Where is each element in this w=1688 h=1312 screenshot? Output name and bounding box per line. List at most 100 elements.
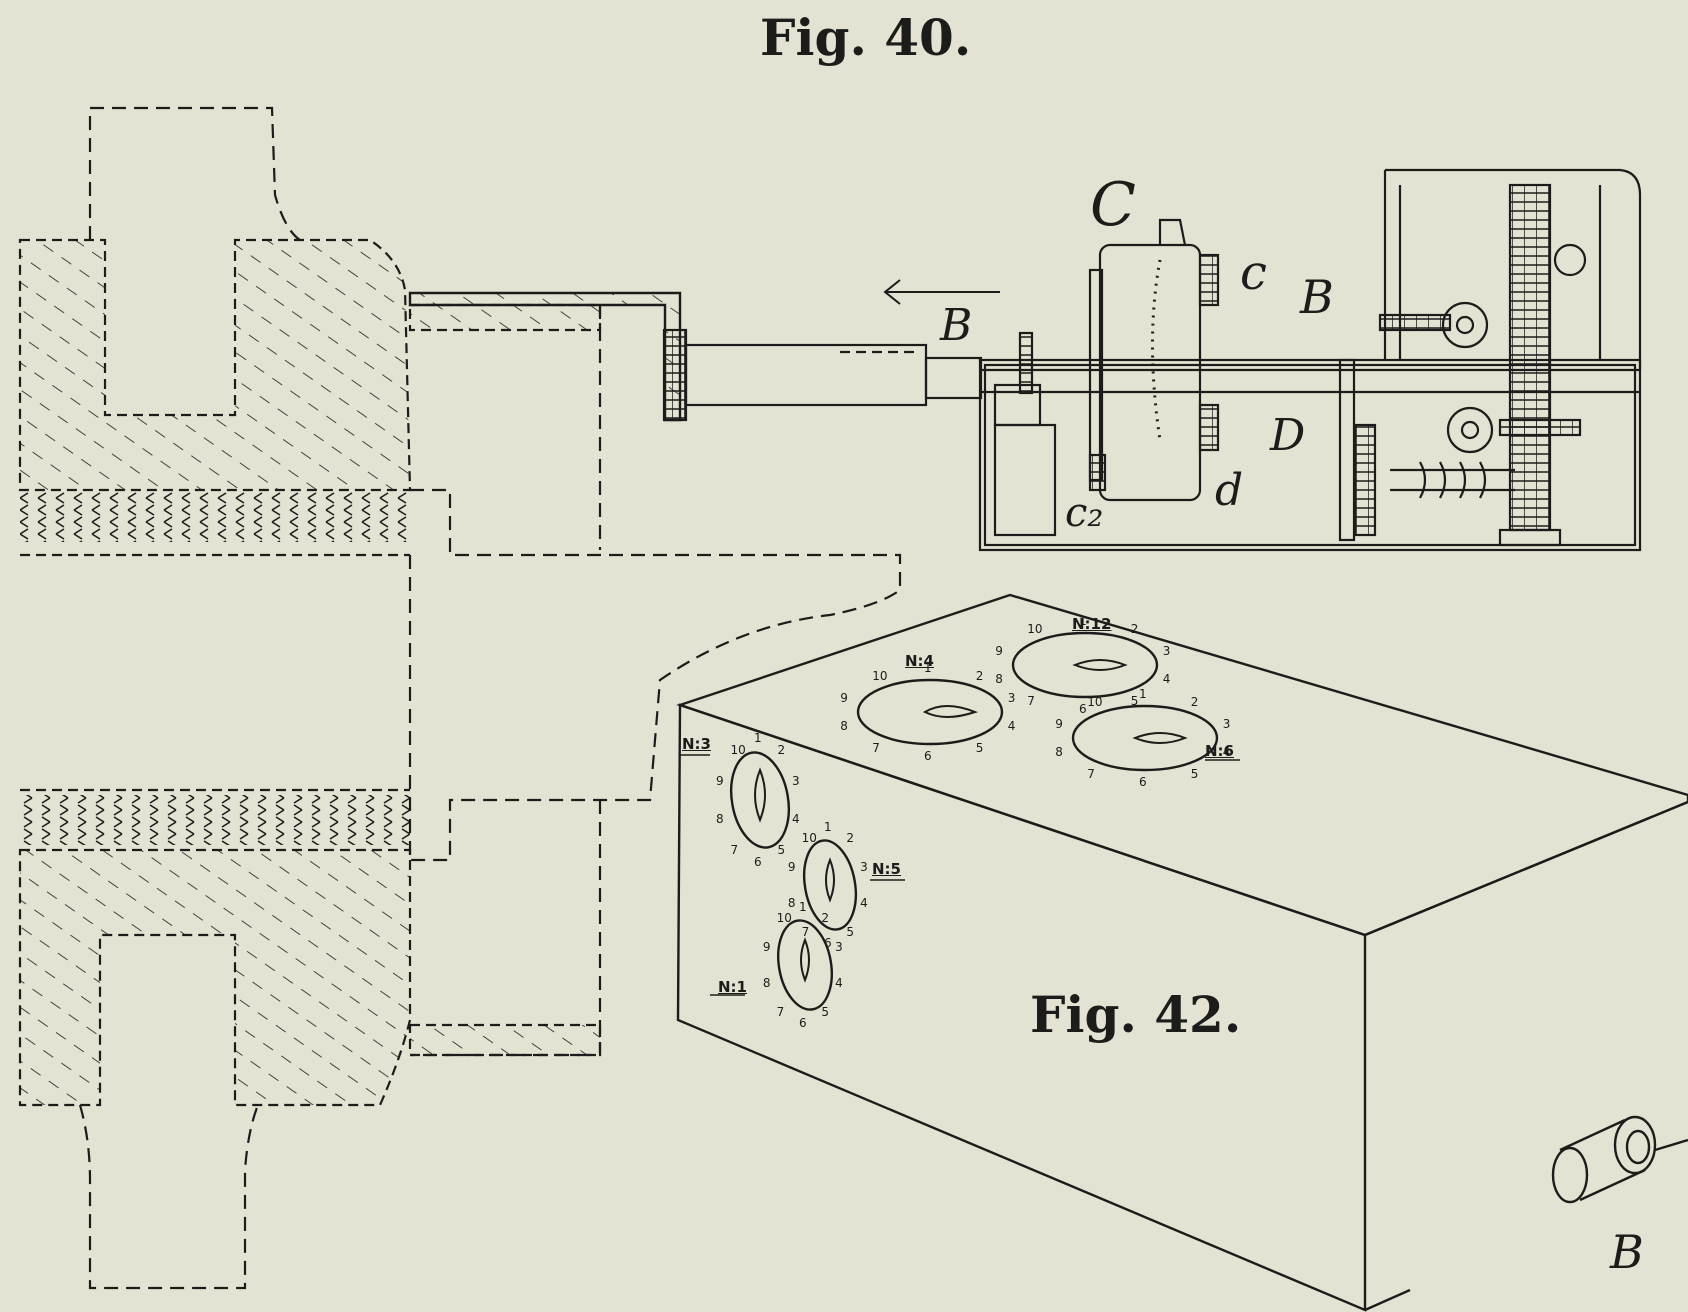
direction-arrow <box>883 279 1000 305</box>
dial-n4 <box>856 678 1004 746</box>
bottom-hatch-strip <box>408 1023 602 1057</box>
shaft-coupling <box>924 356 983 400</box>
dial-number: 1 <box>1139 687 1147 701</box>
shaft-assembly <box>662 168 1642 552</box>
dial-number: 9 <box>762 940 771 955</box>
dial-number: 7 <box>730 843 739 858</box>
label-C: C <box>1090 170 1136 240</box>
dial-number: 8 <box>787 895 796 910</box>
dial-number: 8 <box>1055 744 1063 759</box>
dial-number: 9 <box>840 691 848 706</box>
dial-number: 6 <box>1079 702 1087 716</box>
dial-number: 7 <box>1027 693 1035 708</box>
label-c: c <box>1240 245 1267 301</box>
machine-housing <box>978 358 1642 552</box>
lower-wall-hatch <box>18 848 412 1107</box>
dial-number: 4 <box>792 812 800 827</box>
dial-number: 1 <box>1079 614 1087 628</box>
dial-number: 5 <box>846 924 854 939</box>
channel-outline <box>410 488 902 862</box>
dial-number: 4 <box>1222 744 1231 759</box>
dial-number: 1 <box>924 661 932 675</box>
cylinder-B <box>1551 1115 1688 1204</box>
dial-number: 1 <box>799 900 807 914</box>
dial-number: 5 <box>1190 766 1199 781</box>
dial-number: 6 <box>924 749 932 763</box>
dial-number: 4 <box>1162 671 1171 686</box>
dial-number: 8 <box>840 718 848 733</box>
dial-number: 6 <box>754 855 762 869</box>
dial-number: 2 <box>1130 622 1139 637</box>
dial-number: 5 <box>821 1004 829 1019</box>
dial-number: 10 <box>730 742 746 757</box>
dial-number: 3 <box>792 773 800 788</box>
dial-n1 <box>777 919 833 1011</box>
upper-room-outline <box>88 106 301 241</box>
upper-arrow-band <box>20 492 410 542</box>
label-c2: c₂ <box>1065 490 1104 536</box>
dial-number: 5 <box>1130 693 1139 708</box>
label-B-shaft: B <box>940 300 973 351</box>
dial-number: 2 <box>975 669 984 684</box>
dial-number: 2 <box>821 911 829 926</box>
dial-number: 8 <box>995 671 1003 686</box>
worm-screw <box>1390 468 1515 492</box>
dial-n3 <box>729 751 791 849</box>
dial-label-n5: N:5 <box>872 860 901 878</box>
box-side-face <box>1364 800 1688 1312</box>
dial-number: 9 <box>715 773 724 788</box>
dial-label-n3: N:3 <box>682 735 711 753</box>
dial-number: 5 <box>777 843 786 858</box>
dial-number: 9 <box>995 644 1003 659</box>
counter-box <box>676 593 1688 1312</box>
dial-label-n6: N:6 <box>1205 742 1234 760</box>
dial-number: 8 <box>715 812 724 827</box>
dial-number: 2 <box>777 742 786 757</box>
dial-number: 2 <box>1190 695 1199 710</box>
dial-number: 7 <box>1087 766 1095 781</box>
dial-number: 3 <box>1007 691 1016 706</box>
dial-number: 8 <box>762 975 771 990</box>
dial-label-n12: N:12 <box>1072 615 1112 633</box>
upper-wall-hatch <box>18 238 412 492</box>
dial-number: 10 <box>801 831 817 846</box>
dial-number: 3 <box>1222 717 1231 732</box>
dial-number: 5 <box>975 740 984 755</box>
dial-number: 10 <box>872 669 888 684</box>
dial-n6 <box>1071 704 1219 772</box>
dial-number: 7 <box>776 1004 785 1019</box>
label-B-machine: B <box>1300 270 1334 324</box>
dial-number: 10 <box>776 911 792 926</box>
dial-number: 2 <box>846 831 854 846</box>
dial-number: 9 <box>1055 717 1063 732</box>
drum-C <box>1098 243 1202 502</box>
dial-number: 10 <box>1087 695 1103 710</box>
inner-box-outline <box>410 305 602 1057</box>
dial-n12 <box>1011 631 1159 699</box>
dial-number: 3 <box>860 860 868 875</box>
wall-section <box>18 106 902 1290</box>
dial-number: 3 <box>1162 644 1171 659</box>
dial-number: 4 <box>835 975 843 990</box>
label-D: D <box>1270 410 1306 461</box>
dial-number: 6 <box>1139 775 1147 789</box>
dial-number: 7 <box>872 740 880 755</box>
dial-label-n1: N:1 <box>718 978 747 996</box>
dial-number: 7 <box>801 924 810 939</box>
fig40-title: Fig. 40. <box>760 8 972 67</box>
upper-frame <box>1383 168 1642 370</box>
vertical-screw <box>1508 183 1552 532</box>
shaft-tube <box>684 343 928 407</box>
dial-number: 6 <box>799 1016 807 1030</box>
lower-arrow-band <box>20 795 410 845</box>
dial-number: 3 <box>835 940 843 955</box>
worm-gear <box>1446 406 1494 454</box>
dial-number: 1 <box>754 731 762 745</box>
mounting-flange <box>662 328 688 422</box>
fig42-title: Fig. 42. <box>1030 985 1242 1044</box>
label-d: d <box>1215 465 1244 516</box>
dial-number: 1 <box>824 820 832 834</box>
dial-number: 9 <box>787 860 796 875</box>
